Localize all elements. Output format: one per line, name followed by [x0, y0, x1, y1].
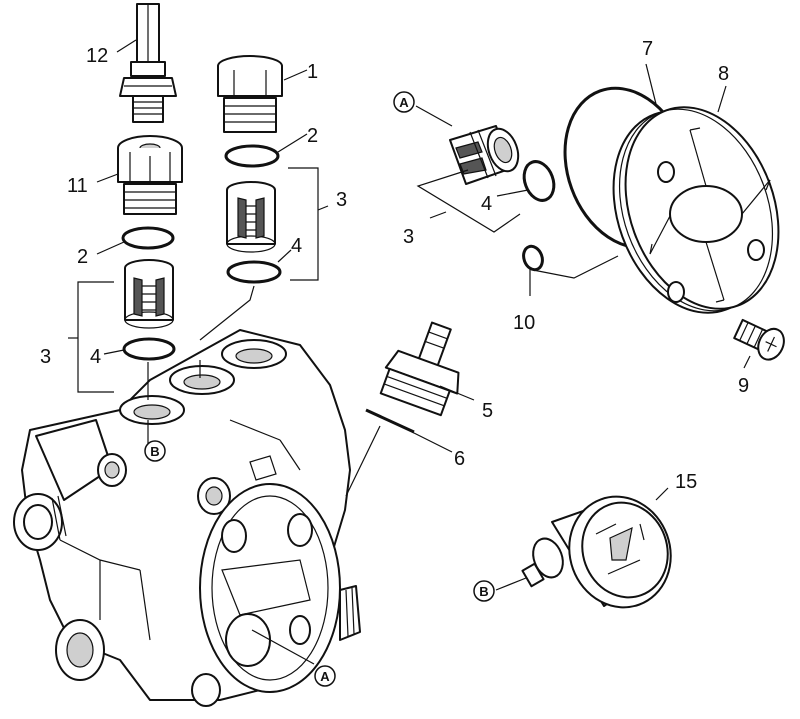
label-4-upper: 4 — [481, 193, 492, 215]
label-10: 10 — [513, 312, 535, 334]
part-4-o-ring-right — [226, 260, 282, 284]
part-1-hex-plug — [217, 55, 283, 133]
ref-marker-b-head: B — [144, 440, 166, 462]
label-3-upper: 3 — [403, 226, 414, 248]
part-9-screw — [733, 318, 785, 361]
leader-4-left — [103, 349, 125, 355]
part-6-seal-ring — [365, 408, 415, 434]
bracket-group-3-upper — [416, 169, 521, 233]
label-6: 6 — [454, 448, 465, 470]
leader-12 — [116, 39, 137, 53]
bracket-group-3-right — [288, 167, 319, 281]
leader-9 — [743, 355, 751, 369]
bracket-group-3-left — [77, 281, 114, 393]
label-3-right: 3 — [336, 189, 347, 211]
label-12: 12 — [86, 45, 108, 67]
ref-b-head-letter: B — [150, 444, 159, 459]
leader-1 — [283, 69, 308, 81]
leader-bore-middle — [199, 285, 255, 378]
part-15-pressure-gauge — [521, 495, 672, 609]
part-3-valve-cage-left — [124, 259, 174, 329]
leader-10-cover — [532, 255, 619, 279]
leader-3-right — [317, 205, 329, 211]
label-7: 7 — [642, 38, 653, 60]
part-5-hose-nipple — [379, 321, 460, 417]
label-2-right: 2 — [307, 125, 318, 147]
part-3-valve-cage-right — [226, 181, 276, 253]
leader-4-upper — [496, 189, 529, 197]
leader-8 — [717, 85, 727, 113]
ref-marker-b-gauge: B — [473, 580, 495, 602]
part-4-o-ring-upper — [522, 160, 556, 202]
leader-15 — [655, 487, 669, 501]
label-3-left: 3 — [40, 346, 51, 368]
part-12-valve-stem — [119, 3, 177, 123]
leader-11 — [96, 173, 119, 183]
label-2-left: 2 — [77, 246, 88, 268]
label-5: 5 — [482, 400, 493, 422]
label-9: 9 — [738, 375, 749, 397]
part-3-valve-cage-upper — [449, 125, 520, 185]
leader-6 — [345, 425, 381, 497]
part-8-cover-plate — [612, 106, 780, 314]
label-11: 11 — [67, 175, 88, 197]
part-11-threaded-plug — [117, 135, 183, 215]
leader-ref-a-bottom — [251, 629, 315, 665]
label-4-left: 4 — [90, 346, 101, 368]
part-2-o-ring-left — [121, 226, 175, 250]
pump-head-body — [13, 329, 361, 707]
leader-3-upper — [429, 211, 447, 219]
part-4-o-ring-left — [122, 337, 176, 361]
leader-4-right — [277, 249, 292, 263]
ref-marker-a-bottom: A — [314, 665, 336, 687]
part-10-small-o-ring — [522, 244, 544, 272]
ref-a-bottom-letter: A — [320, 669, 330, 684]
leader-2-right — [277, 133, 308, 153]
ref-b-gauge-letter: B — [479, 584, 488, 599]
leader-7 — [645, 63, 657, 105]
ref-a-top-letter: A — [399, 95, 409, 110]
label-4-right: 4 — [291, 235, 302, 257]
leader-ref-b-gauge — [495, 577, 527, 591]
label-1: 1 — [307, 61, 318, 83]
label-8: 8 — [718, 63, 729, 85]
leader-ref-a-top — [415, 105, 453, 127]
part-2-o-ring-right — [224, 144, 280, 168]
leader-2-left — [96, 241, 125, 255]
leader-5 — [439, 385, 475, 401]
leader-6-label — [411, 431, 453, 453]
ref-marker-a-top: A — [393, 91, 415, 113]
label-15: 15 — [675, 471, 697, 493]
